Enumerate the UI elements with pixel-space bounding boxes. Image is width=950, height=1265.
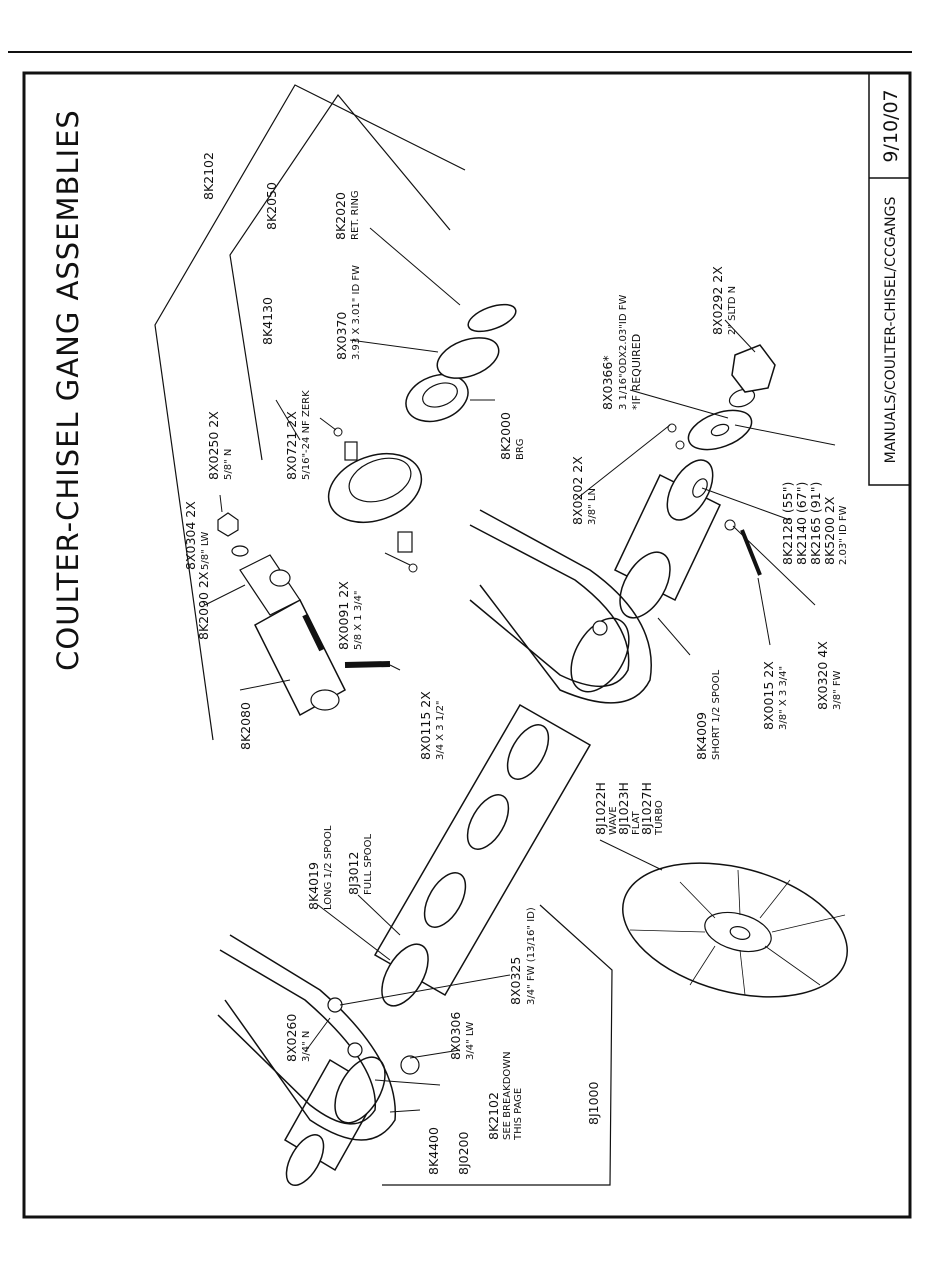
end-hardware <box>667 344 776 576</box>
callout-8K2090: 8K2090 2X <box>196 571 211 640</box>
callout-8J0200: 8J0200 <box>456 1132 471 1175</box>
title-block <box>868 72 911 486</box>
callout-8K4130: 8K4130 <box>260 297 275 345</box>
callout-8J1000: 8J1000 <box>586 1082 601 1125</box>
callout-8X0366: 8X0366*3 1/16"ODX2.03"ID FW*IF REQUIRED <box>600 295 643 410</box>
callout-8K2080: 8K2080 <box>238 702 253 750</box>
leader-lines <box>204 227 836 1113</box>
bracket-lines <box>154 84 613 1186</box>
gang-shaft-assembly <box>217 459 721 1186</box>
callout-8K2128: 8K2128 (55")8K2140 (67")8K2165 (91")8K52… <box>780 482 849 565</box>
callout-8K2102-breakdown: 8K2102SEE BREAKDOWNTHIS PAGE <box>486 1051 524 1141</box>
drawing-border <box>22 71 912 1219</box>
bearing-hub-parts <box>217 303 517 717</box>
drawing-date: 9/10/07 <box>880 89 902 162</box>
callout-8J1022H: 8J1022HWAVE8J1023HFLAT8J1027HTURBO <box>593 782 665 836</box>
drawing-title: COULTER-CHISEL GANG ASSEMBLIES <box>51 109 85 671</box>
callout-8K2050: 8K2050 <box>264 182 279 230</box>
callout-8K4400: 8K4400 <box>426 1127 441 1175</box>
callout-8K2102: 8K2102 <box>201 152 216 200</box>
drawing-path: MANUALS/COULTER-CHISEL/CCGANGS <box>883 197 899 464</box>
coulter-blade <box>622 862 848 998</box>
